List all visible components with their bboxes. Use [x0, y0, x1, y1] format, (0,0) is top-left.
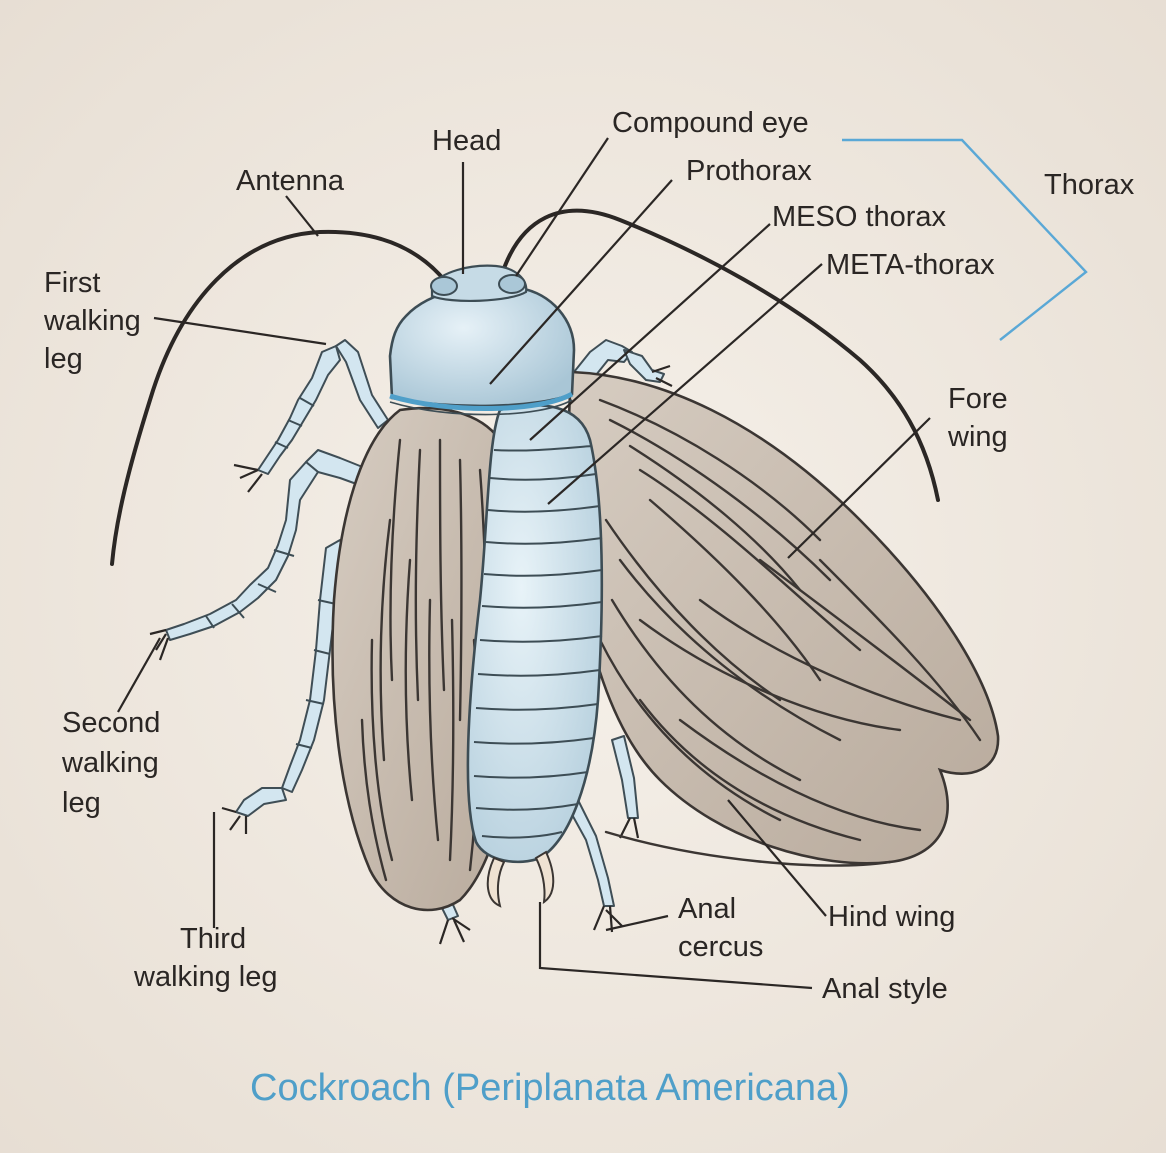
- label-fore-wing-line2: wing: [947, 421, 1008, 453]
- label-anal-cercus-line1: Anal: [678, 893, 736, 925]
- label-head: Head: [432, 125, 501, 157]
- label-second-walking-leg-line1: Second: [62, 707, 160, 739]
- label-second-walking-leg-line3: leg: [62, 787, 101, 819]
- label-prothorax: Prothorax: [686, 155, 812, 187]
- label-first-walking-leg-line3: leg: [44, 343, 83, 375]
- right-compound-eye: [499, 275, 525, 293]
- label-hind-wing: Hind wing: [828, 901, 955, 933]
- label-meso-thorax: MESO thorax: [772, 201, 947, 233]
- label-first-walking-leg-line2: walking: [43, 305, 141, 337]
- label-antenna: Antenna: [236, 165, 345, 197]
- left-compound-eye: [431, 277, 457, 295]
- label-fore-wing-line1: Fore: [948, 383, 1008, 415]
- label-first-walking-leg-line1: First: [44, 267, 100, 299]
- label-thorax: Thorax: [1044, 169, 1135, 201]
- diagram-caption: Cockroach (Periplanata Americana): [250, 1067, 850, 1109]
- label-third-walking-leg-line1: Third: [180, 923, 246, 955]
- label-second-walking-leg-line2: walking: [61, 747, 159, 779]
- label-anal-style: Anal style: [822, 973, 948, 1005]
- prothorax-shield: [390, 286, 574, 414]
- label-compound-eye: Compound eye: [612, 107, 809, 139]
- label-anal-cercus-line2: cercus: [678, 931, 763, 963]
- label-meta-thorax: META-thorax: [826, 249, 995, 281]
- label-third-walking-leg-line2: walking leg: [133, 961, 277, 993]
